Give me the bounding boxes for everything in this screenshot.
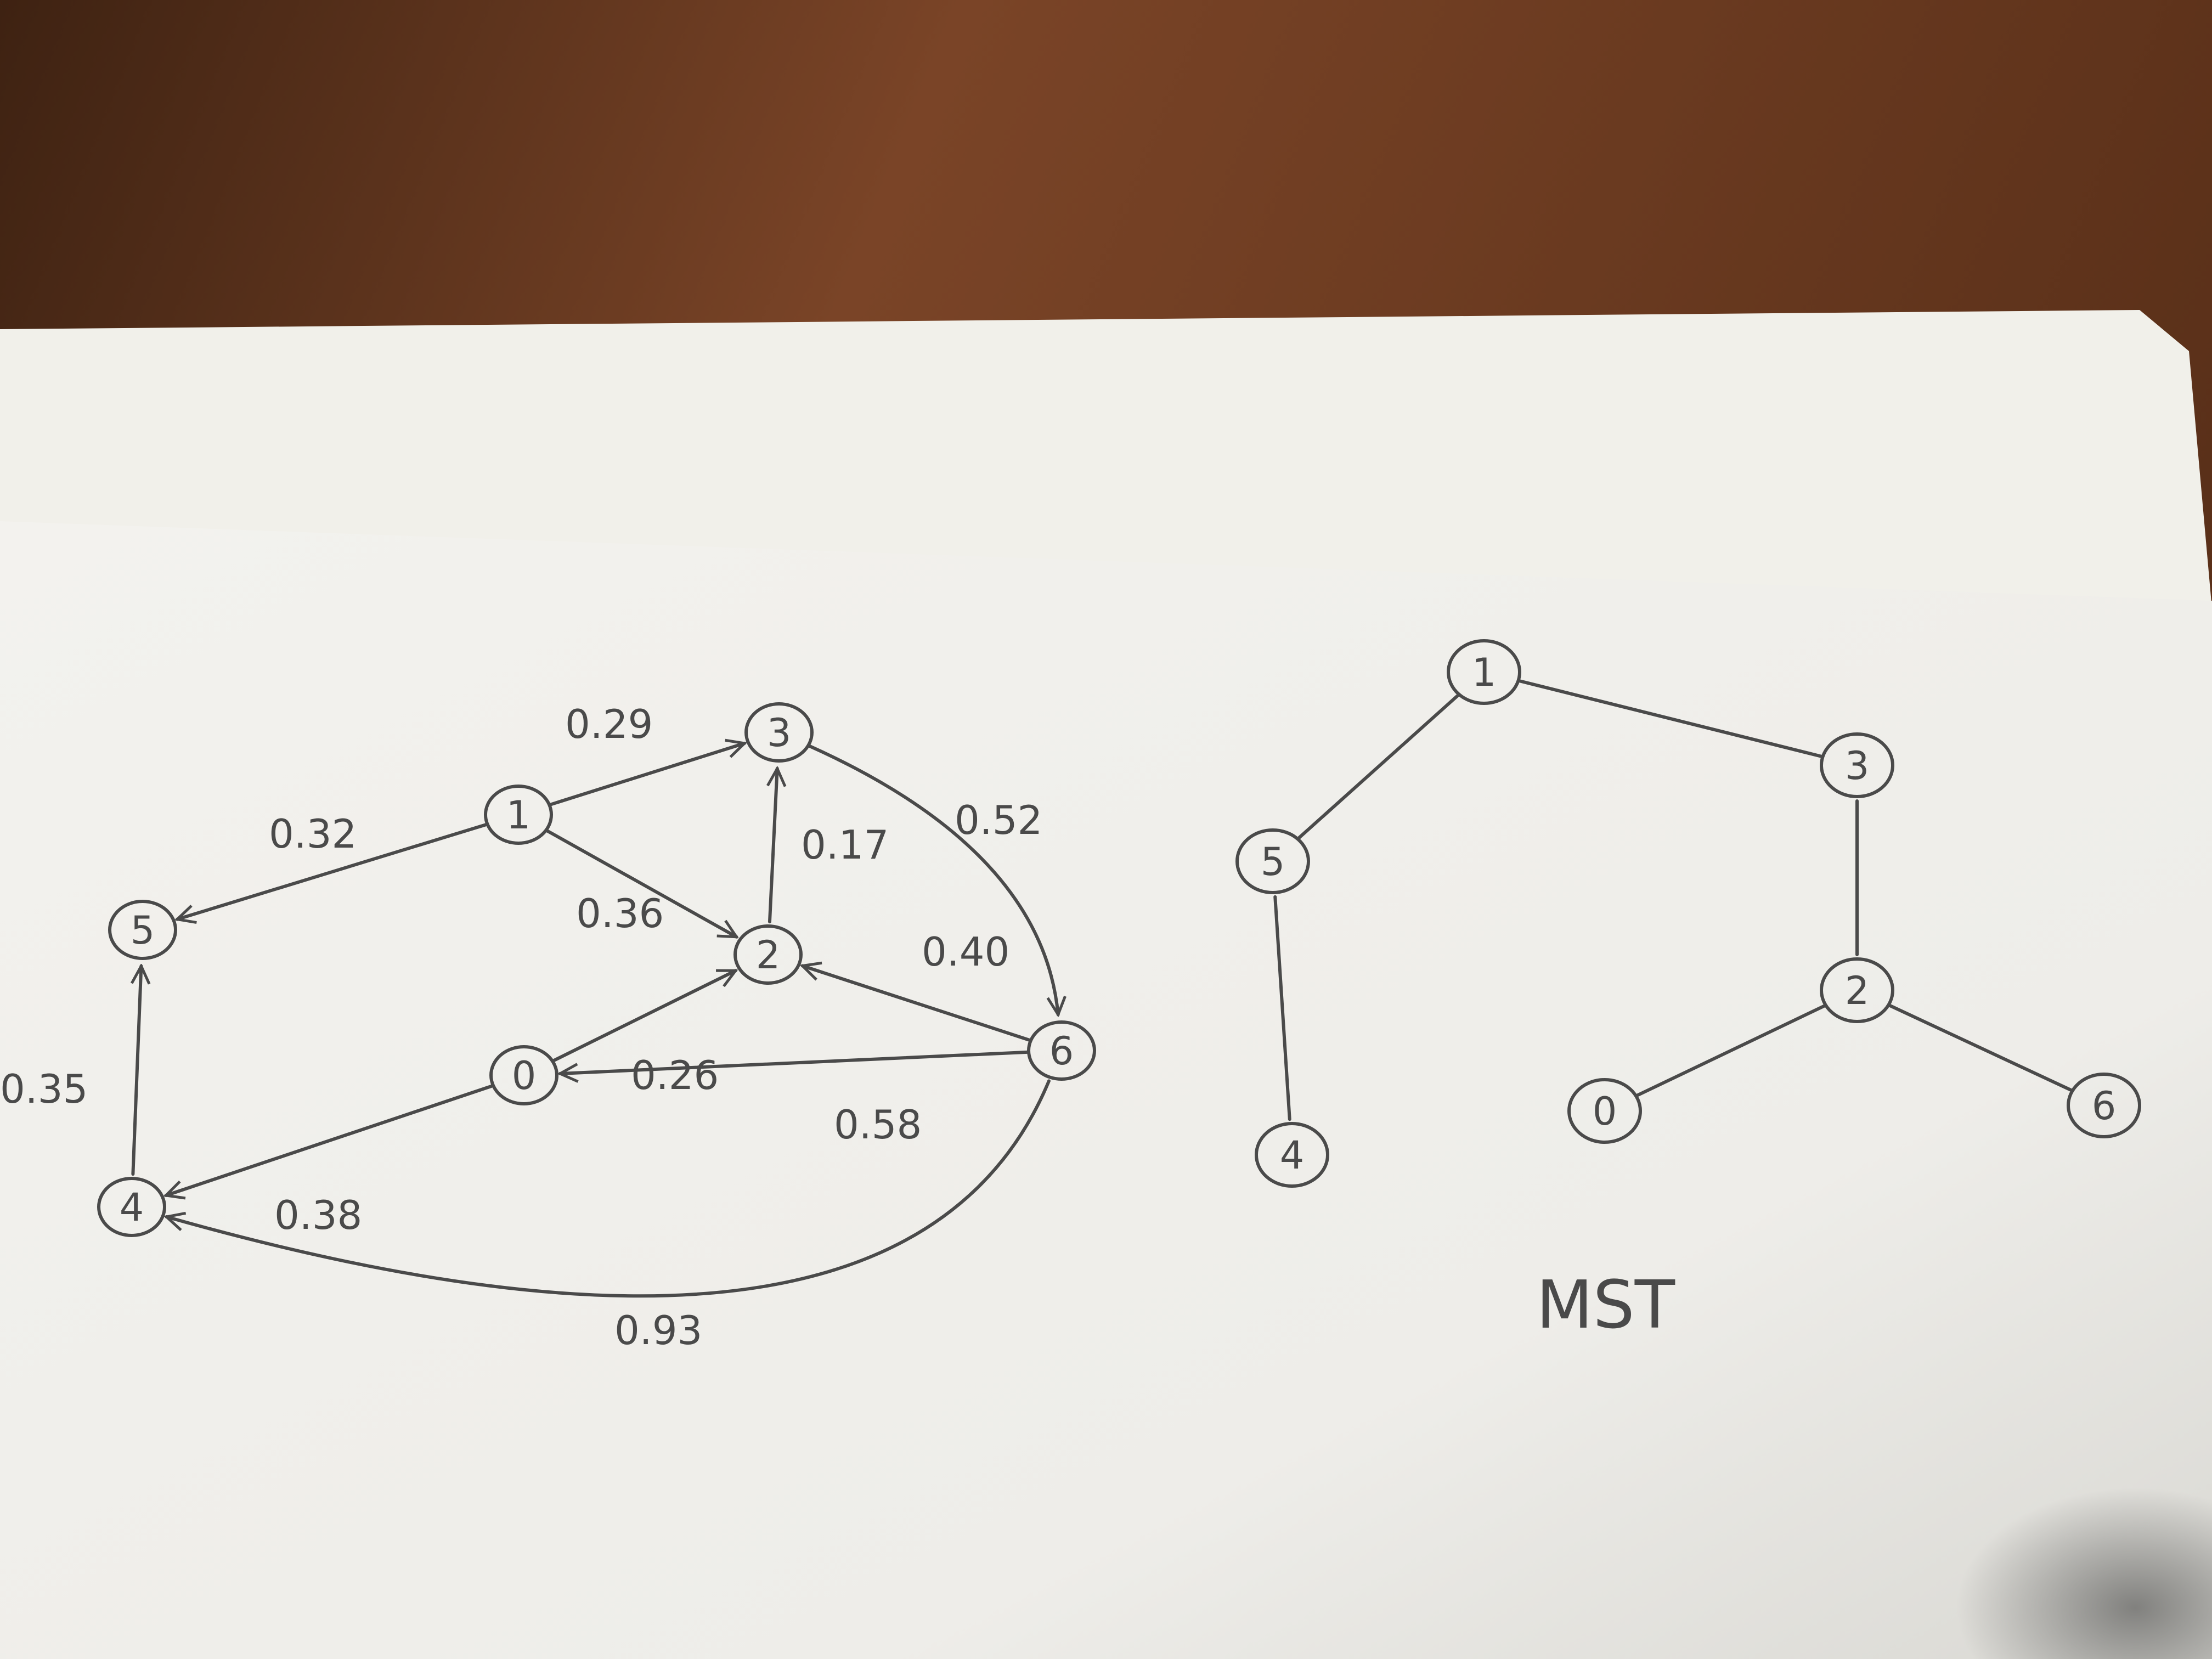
graph-node-6 (1027, 1020, 1096, 1081)
edge-1-to-3 (548, 743, 744, 806)
graph-node-5 (108, 900, 177, 960)
edge-2-to-3 (770, 769, 777, 924)
graph-node-label-4: 4 (120, 1185, 144, 1230)
graph-node-label-5: 5 (131, 908, 155, 953)
graph-node-0 (489, 1045, 558, 1105)
edge-weight-3-6: 0.52 (955, 797, 1042, 843)
edge-0-to-2 (551, 969, 736, 1063)
mst-edge-2-0 (1635, 1004, 1827, 1097)
graph-node-2 (733, 924, 803, 985)
graph-node-label-1: 1 (506, 793, 531, 838)
mst-node-label-1: 1 (1472, 650, 1497, 695)
graph-node-label-6: 6 (1049, 1029, 1074, 1074)
front-paper-sheet (0, 521, 2212, 1659)
mst-node-3 (1820, 732, 1894, 798)
edge-6-to-4 (166, 1079, 1051, 1298)
edge-weight-6-2: 0.40 (922, 929, 1009, 975)
mst-node-label-2: 2 (1845, 968, 1870, 1013)
mst-edge-1-3 (1517, 679, 1824, 759)
mst-edge-2-6 (1887, 1003, 2074, 1092)
graph-edges (133, 743, 1058, 1298)
edge-6-to-2 (803, 966, 1032, 1042)
edge-0-to-4 (166, 1084, 495, 1195)
graph-node-label-2: 2 (756, 933, 781, 978)
edge-weight-4-5: 0.35 (0, 1066, 88, 1112)
mst-edge-5-4 (1273, 895, 1291, 1121)
mst-edges (1273, 679, 2074, 1121)
mst-node-2 (1820, 957, 1894, 1023)
edge-weight-6-4: 0.93 (614, 1307, 702, 1353)
edge-weight-1-5: 0.32 (269, 811, 357, 857)
graph-node-label-0: 0 (512, 1053, 537, 1098)
mst-node-label-3: 3 (1845, 743, 1870, 788)
edge-weight-6-0: 0.58 (834, 1102, 922, 1148)
mst-node-label-5: 5 (1261, 839, 1285, 884)
back-paper-sheet (0, 310, 2212, 609)
mst-node-label-4: 4 (1280, 1133, 1305, 1178)
graph-edge-labels: 0.29 0.32 0.36 0.17 0.52 0.40 0.26 0.58 0.35 0.38… (0, 701, 1042, 1353)
graph-node-3 (744, 702, 814, 763)
graph-node-label-3: 3 (767, 710, 792, 755)
edge-weight-2-3: 0.17 (801, 822, 889, 868)
mst-title: MST (1536, 1267, 1675, 1344)
mst-node-0 (1567, 1078, 1642, 1144)
edge-3-to-6 (807, 744, 1058, 1015)
edge-1-to-5 (177, 822, 489, 919)
mst-node-label-6: 6 (2092, 1084, 2117, 1128)
edge-weight-0-2: 0.26 (631, 1052, 719, 1098)
edge-weight-1-2: 0.36 (576, 890, 664, 936)
mst-nodes: 1 3 5 4 2 0 6 (1235, 639, 2141, 1188)
mst-node-1 (1447, 639, 1521, 705)
edge-1-to-2 (545, 829, 736, 939)
mst-edge-1-5 (1297, 694, 1459, 839)
edge-weight-0-4: 0.38 (274, 1192, 362, 1238)
mst-node-label-0: 0 (1593, 1089, 1617, 1134)
graph-node-4 (97, 1177, 166, 1237)
edge-6-to-0 (560, 1050, 1031, 1074)
mst-node-5 (1235, 828, 1310, 894)
graph-node-1 (484, 785, 553, 845)
hand-shadow (1701, 1317, 2212, 1659)
edge-weight-1-3: 0.29 (565, 701, 653, 747)
mst-node-4 (1255, 1122, 1329, 1188)
edge-4-to-5 (133, 966, 141, 1176)
graph-nodes: 0 1 2 3 4 5 6 (97, 702, 1096, 1237)
mst-node-6 (2067, 1073, 2141, 1138)
